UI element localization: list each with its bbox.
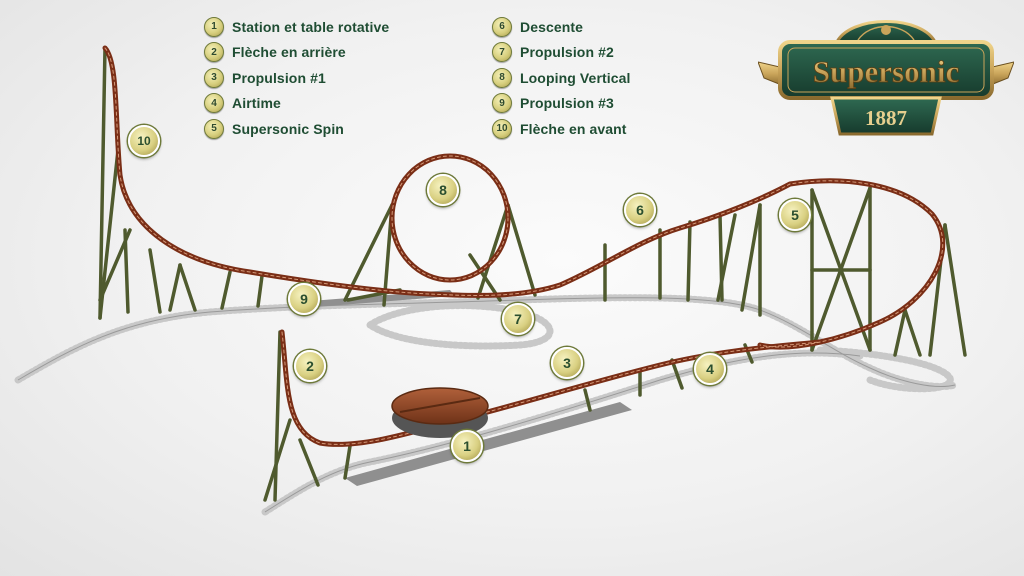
legend-label: Flèche en arrière (232, 44, 346, 61)
marker-2: 2 (294, 350, 326, 382)
legend-badge: 3 (204, 67, 224, 88)
legend-badge: 4 (204, 93, 224, 114)
logo-year-plate (830, 96, 942, 136)
legend-label: Propulsion #1 (232, 69, 326, 86)
legend-badge: 7 (492, 42, 512, 63)
legend-item-6: 6 Descente (492, 14, 631, 40)
station-turntable (391, 387, 489, 438)
legend-label: Descente (520, 18, 584, 35)
legend-label: Looping Vertical (520, 69, 631, 86)
supports (98, 46, 967, 502)
legend-badge: 9 (492, 93, 512, 114)
marker-9: 9 (288, 283, 320, 315)
marker-7: 7 (502, 303, 534, 335)
marker-3: 3 (551, 347, 583, 379)
logo-name: Supersonic (813, 54, 959, 89)
legend-badge: 1 (204, 16, 224, 37)
legend-badge: 8 (492, 67, 512, 88)
marker-5: 5 (779, 199, 811, 231)
legend-item-7: 7 Propulsion #2 (492, 40, 631, 66)
legend-badge: 10 (492, 118, 512, 139)
legend-item-9: 9 Propulsion #3 (492, 91, 631, 117)
legend-label: Propulsion #2 (520, 44, 614, 61)
legend-label: Propulsion #3 (520, 95, 614, 112)
legend-item-8: 8 Looping Vertical (492, 65, 631, 91)
marker-1: 1 (451, 430, 483, 462)
legend-item-3: 3 Propulsion #1 (204, 65, 389, 91)
legend-item-4: 4 Airtime (204, 91, 389, 117)
marker-6: 6 (624, 194, 656, 226)
legend-label: Flèche en avant (520, 120, 627, 137)
legend-badge: 6 (492, 16, 512, 37)
marker-8: 8 (427, 174, 459, 206)
legend-item-10: 10 Flèche en avant (492, 116, 631, 142)
legend-item-2: 2 Flèche en arrière (204, 40, 389, 66)
legend-left: 1 Station et table rotative 2 Flèche en … (204, 14, 389, 142)
legend-badge: 5 (204, 118, 224, 139)
logo-year: 1887 (865, 106, 907, 130)
legend-label: Airtime (232, 95, 281, 112)
marker-10: 10 (128, 125, 160, 157)
marker-4: 4 (694, 353, 726, 385)
legend-badge: 2 (204, 42, 224, 63)
legend-right: 6 Descente 7 Propulsion #2 8 Looping Ver… (492, 14, 631, 142)
supersonic-logo: Supersonic 1887 (758, 20, 1014, 136)
legend-label: Supersonic Spin (232, 120, 344, 137)
legend-item-5: 5 Supersonic Spin (204, 116, 389, 142)
legend-item-1: 1 Station et table rotative (204, 14, 389, 40)
legend-label: Station et table rotative (232, 18, 390, 35)
